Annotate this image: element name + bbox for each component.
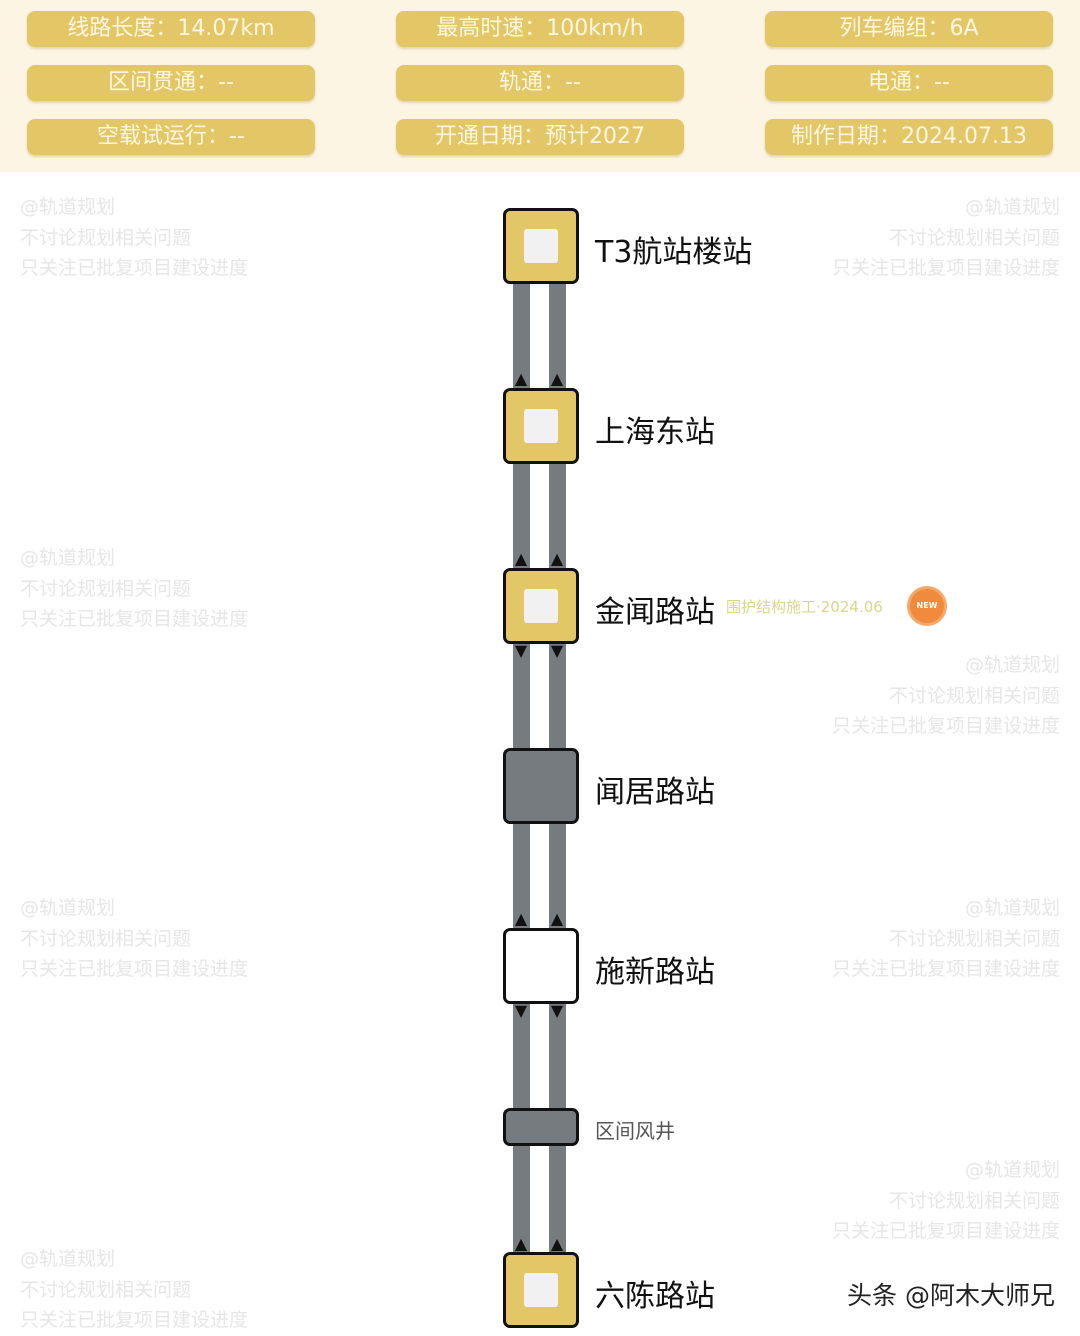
watermark: @轨道规划不讨论规划相关问题只关注已批复项目建设进度 — [20, 1248, 249, 1331]
arrow-up-icon: ▲ — [514, 369, 528, 388]
station-marker-wenju-road[interactable] — [503, 748, 579, 824]
info-train-formation: 列车编组：6A — [765, 11, 1053, 47]
station-marker-t3[interactable] — [503, 208, 579, 284]
watermark: @轨道规划不讨论规划相关问题只关注已批复项目建设进度 — [831, 897, 1060, 980]
arrow-down-icon: ▼ — [550, 1001, 564, 1020]
arrow-up-icon: ▲ — [550, 549, 564, 568]
info-track-through: 轨通：-- — [396, 65, 684, 101]
arrow-up-icon: ▲ — [550, 369, 564, 388]
info-tunnel-through: 区间贯通：-- — [27, 65, 315, 101]
arrow-down-icon: ▼ — [514, 641, 528, 660]
station-name: 闻居路站 — [595, 775, 715, 810]
watermark: @轨道规划不讨论规划相关问题只关注已批复项目建设进度 — [831, 196, 1060, 279]
construction-note: 围护结构施工·2024.06 — [726, 598, 883, 616]
info-opening-date: 开通日期：预计2027 — [396, 119, 684, 155]
arrow-down-icon: ▼ — [514, 1001, 528, 1020]
station-name: 六陈路站 — [595, 1279, 715, 1314]
author-credit: 头条 @阿木大师兄 — [847, 1281, 1055, 1310]
station-name: 上海东站 — [595, 415, 715, 450]
info-line-length: 线路长度：14.07km — [27, 11, 315, 47]
watermark: @轨道规划不讨论规划相关问题只关注已批复项目建设进度 — [831, 654, 1060, 737]
watermark: @轨道规划不讨论规划相关问题只关注已批复项目建设进度 — [20, 547, 249, 630]
arrow-up-icon: ▲ — [514, 909, 528, 928]
info-made-date: 制作日期：2024.07.13 — [765, 119, 1053, 155]
station-marker-shixin-road[interactable] — [503, 928, 579, 1004]
shaft-label: 区间风井 — [595, 1119, 675, 1143]
arrow-up-icon: ▲ — [550, 909, 564, 928]
new-badge: NEW — [910, 589, 944, 623]
arrow-up-icon: ▲ — [514, 1234, 528, 1253]
info-header: 线路长度：14.07km 最高时速：100km/h 列车编组：6A 区间贯通：-… — [0, 0, 1080, 172]
ventilation-shaft-marker[interactable] — [503, 1108, 579, 1146]
info-trial-run: 空载试运行：-- — [27, 119, 315, 155]
info-max-speed: 最高时速：100km/h — [396, 11, 684, 47]
station-name: T3航站楼站 — [595, 235, 753, 270]
watermark: @轨道规划不讨论规划相关问题只关注已批复项目建设进度 — [831, 1159, 1060, 1242]
watermark: @轨道规划不讨论规划相关问题只关注已批复项目建设进度 — [20, 897, 249, 980]
station-marker-shanghai-east[interactable] — [503, 388, 579, 464]
arrow-down-icon: ▼ — [550, 641, 564, 660]
station-marker-jinwen-road[interactable] — [503, 568, 579, 644]
arrow-up-icon: ▲ — [550, 1234, 564, 1253]
arrow-up-icon: ▲ — [514, 549, 528, 568]
station-name: 金闻路站 — [595, 595, 715, 630]
info-power-through: 电通：-- — [765, 65, 1053, 101]
station-name: 施新路站 — [595, 955, 715, 990]
watermark: @轨道规划不讨论规划相关问题只关注已批复项目建设进度 — [20, 196, 249, 279]
station-marker-liuchen-road[interactable] — [503, 1252, 579, 1328]
